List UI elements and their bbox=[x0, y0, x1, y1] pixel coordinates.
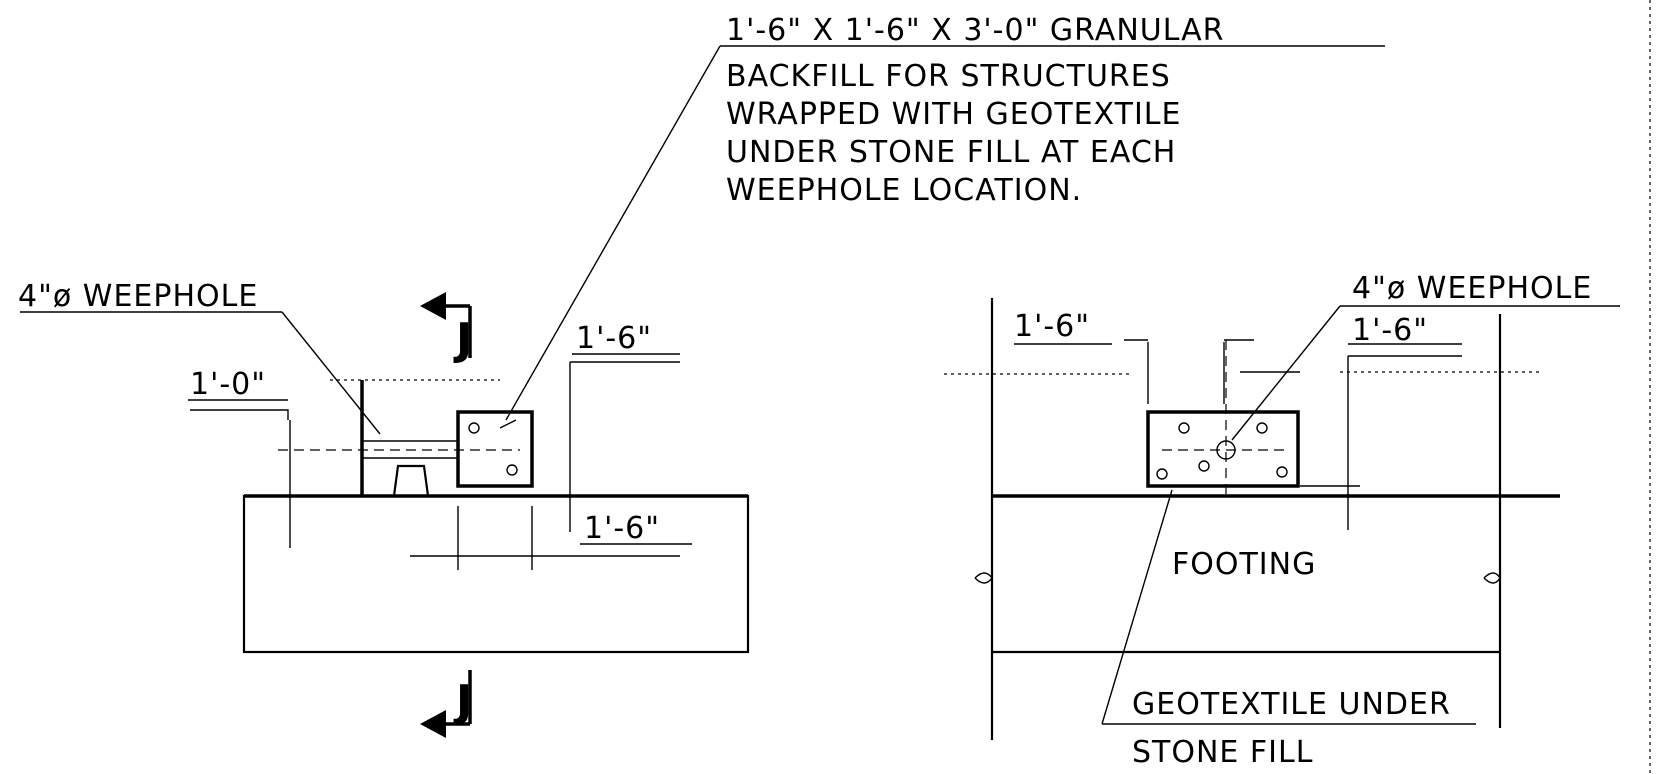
section-arrowhead-top bbox=[420, 292, 446, 320]
backfill-callout-line1: 1'-6" X 1'-6" X 3'-0" GRANULAR bbox=[726, 13, 1225, 48]
right-stone-2 bbox=[1256, 422, 1268, 434]
left-footing bbox=[242, 494, 750, 654]
geotextile-callout-line1: GEOTEXTILE UNDER bbox=[1132, 687, 1451, 722]
dim-left-box-width: 1'-6" bbox=[584, 511, 660, 546]
right-stone-5 bbox=[1276, 466, 1288, 478]
section-arrowhead-bottom bbox=[420, 710, 446, 738]
right-break-right bbox=[1483, 572, 1501, 584]
weephole-left-label: 4"ø WEEPHOLE bbox=[18, 279, 258, 314]
dim-right-box-width: 1'-6" bbox=[1014, 309, 1090, 344]
right-stone-4 bbox=[1198, 460, 1210, 472]
backfill-callout-line2: BACKFILL FOR STRUCTURES bbox=[726, 59, 1171, 94]
left-backfill-box bbox=[456, 410, 534, 488]
weephole-right-label: 4"ø WEEPHOLE bbox=[1352, 271, 1592, 306]
left-stone-2 bbox=[506, 464, 518, 476]
backfill-callout-line4: UNDER STONE FILL AT EACH bbox=[726, 135, 1176, 170]
right-break-left bbox=[974, 572, 993, 584]
backfill-callout-line3: WRAPPED WITH GEOTEXTILE bbox=[726, 97, 1181, 132]
section-mark-bottom: J bbox=[453, 676, 472, 727]
leader-backfill bbox=[505, 45, 721, 421]
left-shear-key bbox=[392, 464, 430, 497]
backfill-callout-line5: WEEPHOLE LOCATION. bbox=[726, 173, 1082, 208]
dim-left-box-height: 1'-6" bbox=[576, 321, 652, 356]
right-backfill-box bbox=[1146, 410, 1300, 488]
section-mark-top: J bbox=[453, 314, 472, 365]
left-stone-1 bbox=[468, 422, 480, 434]
dim-right-box-height: 1'-6" bbox=[1352, 313, 1428, 348]
leader-weephole-right bbox=[1231, 305, 1341, 441]
geotextile-callout-line2: STONE FILL bbox=[1132, 735, 1313, 770]
right-stone-3 bbox=[1156, 468, 1168, 480]
right-stone-1 bbox=[1178, 422, 1190, 434]
leader-geotextile bbox=[1101, 489, 1173, 725]
leader-weephole-left bbox=[281, 311, 381, 435]
dim-left-height: 1'-0" bbox=[190, 367, 266, 402]
footing-label: FOOTING bbox=[1172, 547, 1316, 582]
